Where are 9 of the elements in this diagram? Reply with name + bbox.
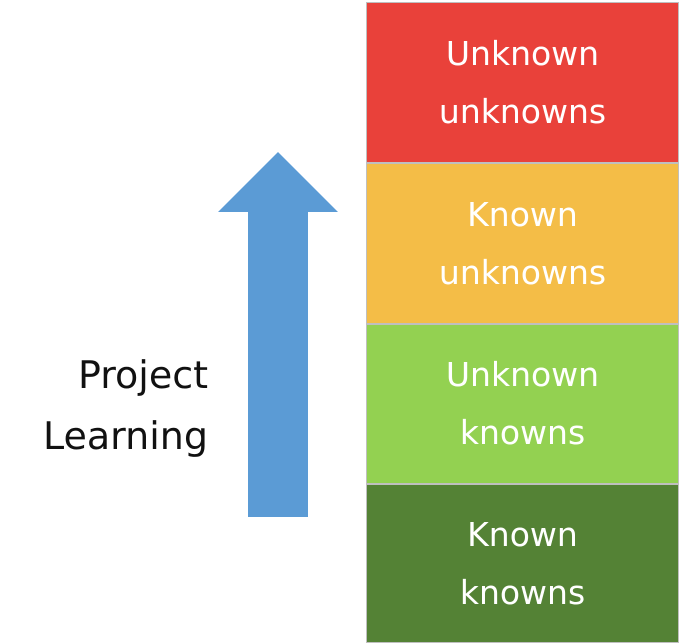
level-box (366, 2, 679, 163)
level-label: Known unknowns (438, 194, 608, 294)
level-box (366, 163, 679, 324)
level-box (366, 324, 679, 484)
level-label: Known knowns (458, 514, 586, 614)
level-label: Unknown unknowns (438, 32, 608, 132)
level-box (366, 484, 679, 643)
level-label: Unknown knowns (444, 354, 600, 454)
axis-label: Project Learning (42, 352, 208, 460)
